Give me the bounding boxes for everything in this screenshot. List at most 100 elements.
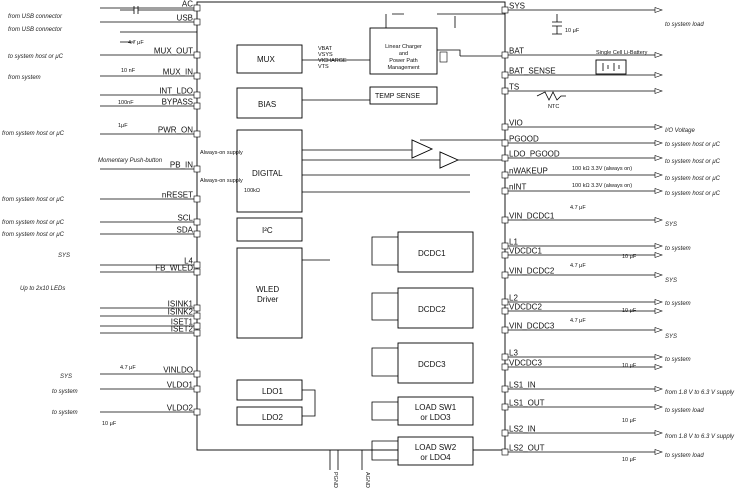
ls1-cap: 10 μF [622, 418, 637, 424]
vinldo-cap: 4.7 μF [120, 365, 136, 371]
pgood-comparator [411, 139, 434, 159]
ann-pwr-on: from system host or μC [2, 131, 65, 137]
arrow-nint [654, 188, 663, 194]
temp-sense-block [369, 86, 438, 105]
pin-l3 [501, 353, 509, 361]
arrow-vdcdc2 [654, 308, 663, 314]
pin-iset2-label: ISET2 [171, 325, 194, 334]
pin-agnd-label: AGND [364, 472, 370, 488]
pin-pgood-label: PGOOD [509, 135, 539, 144]
ann-r-ls2-out: to system load [665, 453, 704, 459]
pin-vin_dcdc1 [501, 216, 509, 224]
pin-pgnd-label: PGND [332, 472, 338, 488]
ldo-cap-label: 100nF [118, 100, 134, 106]
sys-path-wires [385, 13, 505, 28]
wled-label-2: Driver [257, 295, 279, 304]
ann-r-vin-dcdc3: SYS [665, 334, 677, 340]
vdcdc1-cap: 10 μF [622, 254, 637, 260]
always-on-label-2: Always-on supply [200, 178, 243, 184]
right-pin-group: SYSBATBAT_SENSETSVIOPGOODLDO_PGOODnWAKEU… [501, 2, 663, 456]
mux-cap-label: 10 nF [121, 68, 136, 74]
ls1-bracket [371, 401, 398, 421]
pin-vdcdc1 [501, 251, 509, 259]
ldo-pgood-comparator [439, 151, 460, 169]
pin-usb [193, 18, 201, 26]
pin-nwakeup [501, 171, 509, 179]
pin-pb_in-label: PB_IN [170, 161, 193, 170]
pin-mux_in-label: MUX_IN [163, 68, 193, 77]
ntc-label: NTC [548, 104, 559, 110]
pin-vinldo-label: VINLDO [163, 366, 193, 375]
arrow-vio [654, 124, 663, 130]
arrow-l3 [654, 354, 663, 360]
pin-vin_dcdc2 [501, 271, 509, 279]
digital-label: DIGITAL [252, 169, 283, 178]
pin-iset2 [193, 329, 201, 337]
arrow-pgood [654, 140, 663, 146]
bias-label: BIAS [258, 100, 276, 109]
charger-line-4: Management [387, 65, 420, 71]
pin-vdcdc2-label: VDCDC2 [509, 303, 542, 312]
pin-l1 [501, 242, 509, 250]
pin-sys [501, 6, 509, 14]
ls2-cap: 10 μF [622, 457, 637, 463]
arrow-bat_sense [654, 72, 663, 78]
i2c-label: I²C [262, 226, 273, 235]
pin-usb-label: USB [177, 14, 193, 23]
arrow-vin_dcdc3 [654, 327, 663, 333]
dcdc2-bracket [371, 292, 398, 321]
pin-vio [501, 123, 509, 131]
pin-pb_in [193, 165, 201, 173]
pin-ldo_pgood-label: LDO_PGOOD [509, 150, 560, 159]
pin-vio-label: VIO [509, 119, 523, 128]
pin-l4 [193, 261, 201, 269]
vin-dcdc3-cap: 4.7 μF [570, 318, 586, 324]
pin-fb_wled [193, 268, 201, 276]
pin-ls1_out-label: LS1_OUT [509, 399, 545, 408]
arrow-ls2_in [654, 430, 663, 436]
temp-sense-label: TEMP SENSE [375, 93, 420, 100]
dcdc2-label: DCDC2 [418, 305, 446, 314]
wled-label-1: WLED [256, 285, 279, 294]
arrow-l2 [654, 299, 663, 305]
always-on-label-1: Always-on supply [200, 150, 243, 156]
charger-line-2: and [399, 51, 408, 57]
ann-r-vdcdc1: to system [665, 246, 691, 252]
arrow-ls1_in [654, 386, 663, 392]
arrow-ls2_out [654, 449, 663, 455]
pin-bat_sense-label: BAT_SENSE [509, 67, 556, 76]
ann-usb-1: from USB connector [8, 14, 63, 20]
pin-ls1_in-label: LS1_IN [509, 381, 536, 390]
ntc-resistor [536, 91, 566, 101]
pin-l1-label: L1 [509, 238, 518, 247]
pin-mux_out [193, 51, 201, 59]
usb-input-caps [120, 6, 197, 43]
pin-vldo2 [193, 408, 201, 416]
pin-vinldo [193, 370, 201, 378]
wled-block [236, 247, 303, 339]
ann-r-nwakeup: to system host or μC [665, 176, 721, 182]
charger-line-1: Linear Charger [385, 44, 422, 50]
mux-input-3: VICHARGE [318, 58, 347, 64]
arrow-vin_dcdc2 [654, 272, 663, 278]
dcdc3-block [397, 342, 474, 384]
pin-ldo_pgood [501, 154, 509, 162]
pin-nreset-label: nRESET [162, 191, 193, 200]
pin-bat_sense [501, 71, 509, 79]
ann-r-nint: to system host or μC [665, 191, 721, 197]
pin-isink2 [193, 312, 201, 320]
ann-r-ls2-in: from 1.8 V to 6.3 V supply [665, 434, 735, 440]
ann-mux-out: to system host or μC [8, 54, 64, 60]
ann-nreset: from system host or μC [2, 197, 65, 203]
pin-sda [193, 230, 201, 238]
pin-ts [501, 87, 509, 95]
vin-dcdc2-cap: 4.7 μF [570, 263, 586, 269]
dcdc1-label: DCDC1 [418, 249, 446, 258]
arrow-ldo_pgood [654, 155, 663, 161]
dcdc2-block [397, 287, 474, 329]
ldo1-label: LDO1 [262, 387, 283, 396]
pin-iset1-label: ISET1 [171, 318, 194, 327]
arrow-vdcdc3 [654, 364, 663, 370]
pin-vin_dcdc3-label: VIN_DCDC3 [509, 322, 555, 331]
